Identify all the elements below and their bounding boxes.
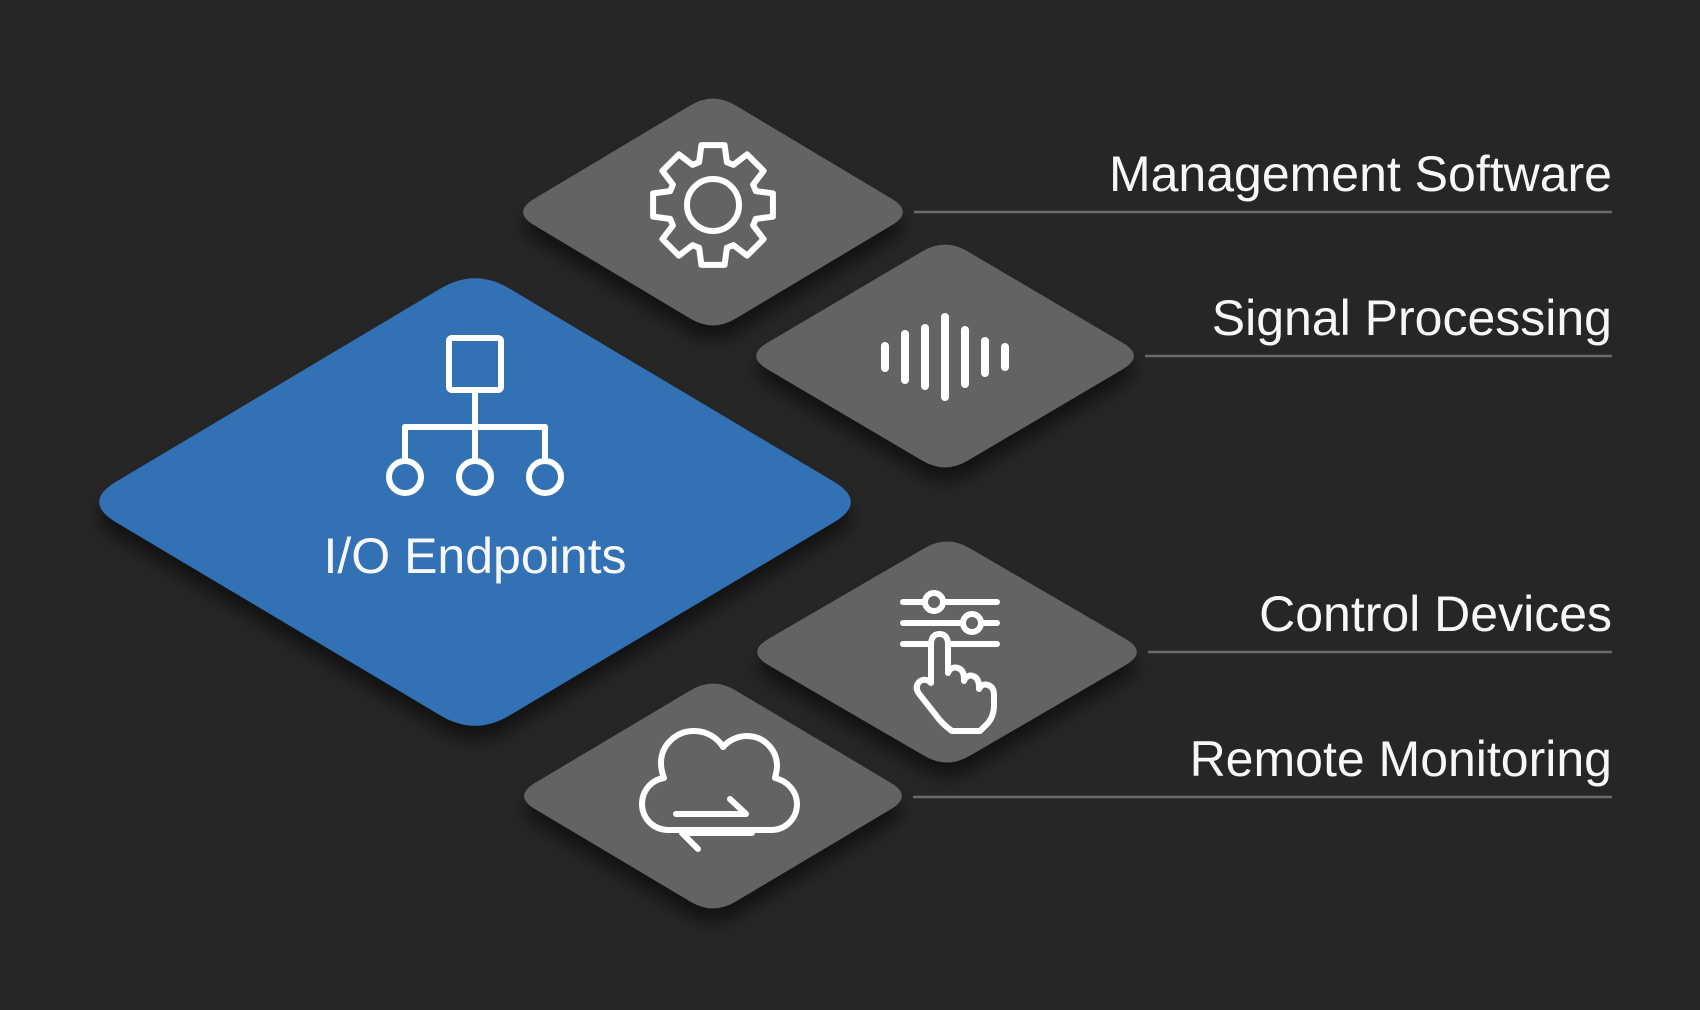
diamond-shape xyxy=(524,683,902,909)
sitemap-icon xyxy=(386,335,564,496)
diamond-control-devices xyxy=(757,541,1137,763)
touch-sliders-icon xyxy=(900,590,1000,734)
cloud-sync-icon xyxy=(639,728,800,852)
diamond-shape xyxy=(99,278,851,726)
diamond-io-endpoints: I/O Endpoints xyxy=(99,278,851,726)
diamond-remote-monitoring xyxy=(524,683,902,909)
pointing-hand xyxy=(913,631,997,734)
label-management-software: Management Software xyxy=(1108,146,1612,202)
waveform-icon xyxy=(881,313,1009,401)
diamond-shape xyxy=(523,98,903,326)
label-control-devices: Control Devices xyxy=(1259,586,1612,642)
center-node-label: I/O Endpoints xyxy=(324,528,627,584)
label-remote-monitoring: Remote Monitoring xyxy=(1189,731,1612,787)
label-signal-processing: Signal Processing xyxy=(1211,290,1612,346)
arrow-left xyxy=(679,830,755,852)
diamond-management-software xyxy=(523,98,903,326)
arrow-right xyxy=(673,796,749,817)
gear-icon xyxy=(650,142,776,268)
diamond-signal-processing xyxy=(756,244,1134,468)
